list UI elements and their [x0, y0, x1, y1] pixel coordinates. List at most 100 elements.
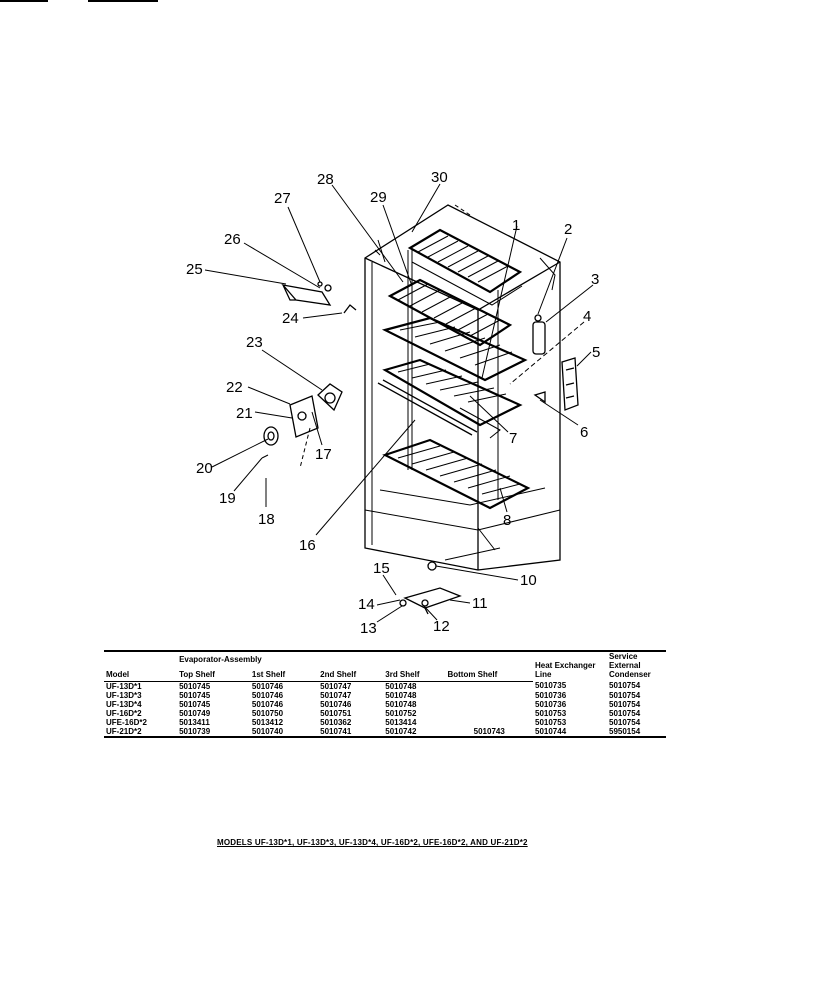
callout-7: 7 [509, 430, 517, 447]
column-group-header: Evaporator-Assembly [179, 655, 262, 665]
part-number-cell: 5010748 [385, 699, 417, 709]
callout-numbers: 1 2 3 4 5 6 7 8 10 11 12 13 14 15 16 17 … [186, 169, 600, 637]
model-cell: UF-16D*2 [106, 708, 142, 718]
callout-30: 30 [431, 169, 448, 186]
column-header-2nd-shelf: 2nd Shelf [318, 666, 384, 682]
part-number-cell: 5010739 [179, 726, 211, 736]
part-number-cell: 5010746 [251, 699, 284, 709]
callout-17: 17 [315, 446, 332, 463]
callout-14: 14 [358, 596, 375, 613]
part-number-cell [445, 700, 533, 709]
part-number-cell: 5010745 [179, 681, 211, 691]
part-25-tray [281, 284, 332, 306]
callout-12: 12 [433, 618, 450, 635]
part-number-cell: 5010736 [535, 690, 567, 700]
part-number-cell [445, 709, 533, 718]
callout-19: 19 [219, 490, 236, 507]
models-footer: MODELS UF-13D*1, UF-13D*3, UF-13D*4, UF-… [217, 838, 528, 847]
callout-2: 2 [564, 221, 572, 238]
bottom-shelf-coil [382, 438, 531, 510]
column-header-model-label: Model [104, 666, 178, 682]
part-6-clip [533, 391, 546, 404]
callout-28: 28 [317, 171, 334, 188]
callout-13: 13 [360, 620, 377, 637]
column-header-bottom-shelf: Bottom Shelf [445, 666, 533, 682]
callout-29: 29 [370, 189, 387, 206]
header-rule-mid [88, 0, 158, 2]
part-number-cell: 5013412 [251, 717, 284, 727]
part-number-cell: 5010742 [385, 726, 417, 736]
part-number-cell: 5010748 [385, 690, 417, 700]
part-number-cell: 5010748 [385, 681, 417, 691]
callout-3: 3 [591, 271, 599, 288]
callout-5: 5 [592, 344, 600, 361]
model-cell: UF-13D*3 [106, 690, 142, 700]
part-number-cell: 5010747 [320, 690, 352, 700]
part-number-cell: 5010745 [179, 699, 211, 709]
column-header-top-shelf: Top Shelf [177, 666, 250, 682]
part-number-cell: 5010750 [251, 708, 284, 718]
callout-6: 6 [580, 424, 588, 441]
part-number-cell: 5010735 [535, 681, 567, 691]
table-row: UF-13D*3 5010745 5010746 5010747 5010748 5010… [104, 691, 666, 700]
model-cell: UF-13D*1 [106, 681, 142, 691]
part-number-cell: 5010745 [179, 690, 211, 700]
part-number-cell [445, 718, 533, 727]
bottom-bracket-assembly [399, 561, 462, 615]
callout-20: 20 [196, 460, 213, 477]
part-number-cell: 5010754 [609, 681, 641, 691]
part-number-cell: 5010749 [179, 708, 211, 718]
callout-8: 8 [503, 512, 511, 529]
model-cell: UF-21D*2 [106, 726, 142, 736]
heat-exchanger-line [377, 379, 478, 436]
part-26-screw [324, 284, 332, 292]
callout-21: 21 [236, 405, 253, 422]
callout-24: 24 [282, 310, 299, 327]
second-shelf-coil [381, 316, 528, 382]
part-number-cell: 5010746 [251, 681, 284, 691]
callout-25: 25 [186, 261, 203, 278]
part-number-cell: 5010746 [251, 690, 284, 700]
column-header-model [104, 652, 177, 666]
part-number-cell: 5010751 [320, 708, 352, 718]
model-cell: UFE-16D*2 [106, 717, 147, 727]
column-header-condenser: Service External Condenser [609, 652, 651, 679]
part-number-cell: 5950154 [609, 726, 641, 736]
part-number-cell: 5010754 [609, 699, 641, 709]
column-header-3rd-shelf: 3rd Shelf [383, 666, 446, 682]
parts-table: Evaporator-Assembly Heat Exchanger Line … [104, 650, 666, 738]
callout-11: 11 [472, 595, 488, 612]
part-number-cell: 5010753 [535, 717, 567, 727]
part-3-block [532, 321, 546, 355]
part-5-bracket [561, 357, 579, 411]
callout-18: 18 [258, 511, 275, 528]
part-number-cell: 5010744 [535, 726, 567, 736]
part-number-cell: 5010741 [320, 726, 352, 736]
part-24-hook [343, 304, 357, 314]
column-header-heat-exchanger: Heat Exchanger Line [535, 661, 596, 679]
header-rule-left [0, 0, 48, 2]
part-number-cell: 5010736 [535, 699, 567, 709]
callout-26: 26 [224, 231, 241, 248]
part-2-clip [534, 314, 542, 322]
callout-23: 23 [246, 334, 263, 351]
callout-15: 15 [373, 560, 390, 577]
part-number-cell: 5010752 [385, 708, 417, 718]
callout-10: 10 [520, 572, 537, 589]
part-number-cell: 5010743 [473, 726, 505, 736]
part-number-cell: 5010754 [609, 708, 641, 718]
callout-16: 16 [299, 537, 316, 554]
callout-4: 4 [583, 308, 591, 325]
part-number-cell: 5010754 [609, 690, 641, 700]
callout-leaders [204, 183, 594, 623]
table-row: UF-16D*2 5010749 5010750 5010751 5010752 5010… [104, 709, 666, 718]
part-number-cell: 5010754 [609, 717, 641, 727]
part-number-cell: 5013414 [385, 717, 417, 727]
top-shelf-coil [407, 228, 523, 306]
model-cell: UF-13D*4 [106, 699, 142, 709]
